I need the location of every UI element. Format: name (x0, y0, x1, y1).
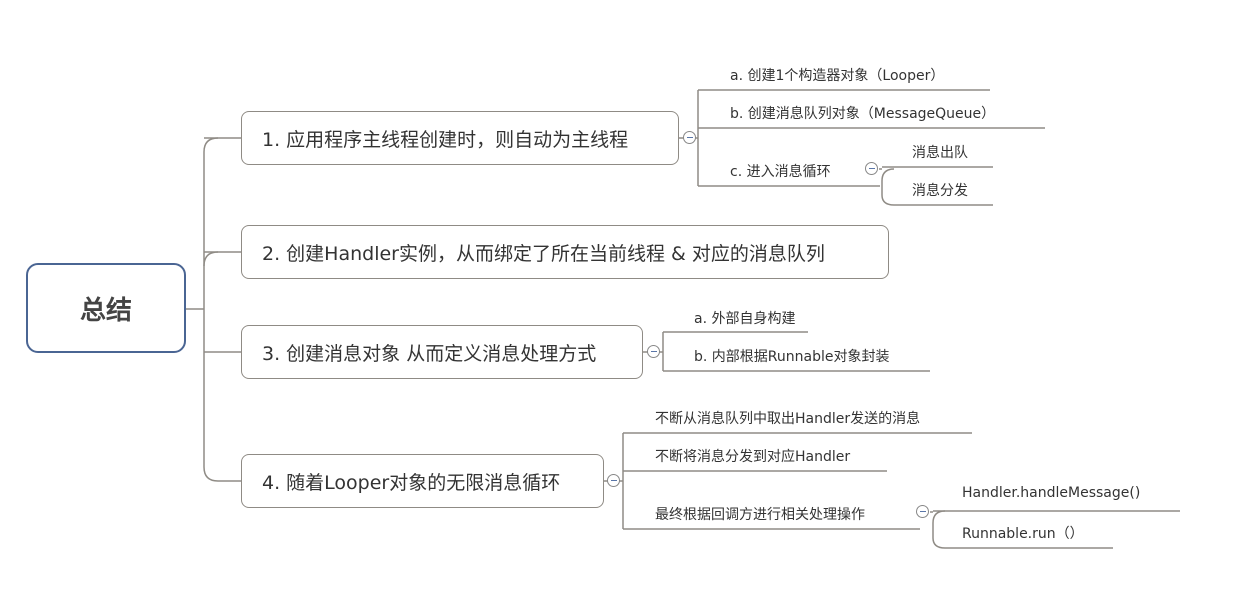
subtopic-1b[interactable]: b. 创建消息队列对象（MessageQueue） (730, 106, 996, 122)
central-topic[interactable]: 总结 (26, 263, 186, 353)
subtopic-3a[interactable]: a. 外部自身构建 (694, 311, 796, 327)
topic-4[interactable]: 4. 随着Looper对象的无限消息循环 (241, 454, 604, 508)
subtopic-4c-ii[interactable]: Runnable.run（） (962, 526, 1084, 542)
subtopic-1c[interactable]: c. 进入消息循环 (730, 164, 831, 180)
subtopic-4c-i[interactable]: Handler.handleMessage() (962, 485, 1141, 501)
topic-1[interactable]: 1. 应用程序主线程创建时，则自动为主线程 (241, 111, 679, 165)
subtopic-4a[interactable]: 不断从消息队列中取出Handler发送的消息 (655, 411, 921, 427)
subtopic-1c-ii[interactable]: 消息分发 (912, 183, 968, 199)
collapse-topic-4-icon[interactable] (607, 474, 620, 487)
subtopic-4c[interactable]: 最终根据回调方进行相关处理操作 (655, 507, 865, 523)
collapse-subtopic-1c-icon[interactable] (865, 162, 878, 175)
topic-2[interactable]: 2. 创建Handler实例，从而绑定了所在当前线程 & 对应的消息队列 (241, 225, 889, 279)
connector-trunk (203, 137, 219, 482)
subtopic-4b[interactable]: 不断将消息分发到对应Handler (655, 449, 851, 465)
subtopic-1a[interactable]: a. 创建1个构造器对象（Looper） (730, 68, 945, 84)
collapse-topic-3-icon[interactable] (647, 345, 660, 358)
subtopic-3b[interactable]: b. 内部根据Runnable对象封装 (694, 349, 890, 365)
collapse-topic-1-icon[interactable] (683, 131, 696, 144)
topic-3[interactable]: 3. 创建消息对象 从而定义消息处理方式 (241, 325, 643, 379)
subtopic-1c-i[interactable]: 消息出队 (912, 145, 968, 161)
collapse-subtopic-4c-icon[interactable] (916, 505, 929, 518)
